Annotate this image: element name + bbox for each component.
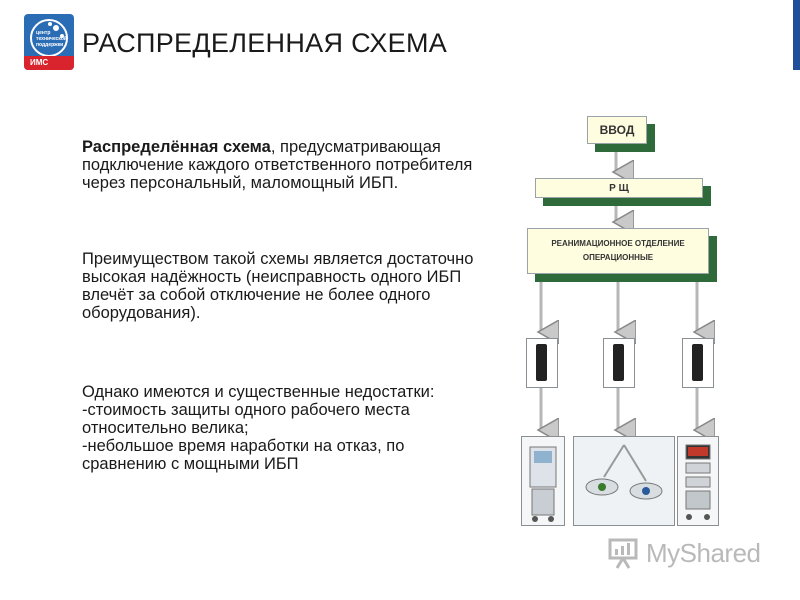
input-box: ВВОД [587, 116, 647, 144]
term-bold: Распределённая схема [82, 138, 271, 156]
disadvantage-item: -небольшое время наработки на отказ, по … [82, 437, 405, 473]
logo-label: ИМС [24, 56, 74, 70]
anesthesia-machine-image [521, 436, 565, 526]
ups-icon [526, 338, 558, 388]
surgical-light-icon [574, 437, 674, 525]
scheme-diagram: ВВОД Р Щ РЕАНИМАЦИОННОЕ ОТДЕЛЕНИЕ ОПЕРАЦ… [515, 110, 780, 540]
surgical-lights-image [573, 436, 675, 526]
department-box: РЕАНИМАЦИОННОЕ ОТДЕЛЕНИЕ ОПЕРАЦИОННЫЕ [527, 228, 709, 274]
ups-icon [682, 338, 714, 388]
page-title: РАСПРЕДЕЛЕННАЯ СХЕМА [82, 28, 448, 58]
distribution-board-box: Р Щ [535, 178, 703, 198]
paragraph-disadvantages: Однако имеются и существенные недостатки… [82, 383, 482, 473]
presentation-icon [608, 538, 638, 569]
monitor-cart-image [677, 436, 719, 526]
watermark-text: MyShared [646, 538, 761, 568]
monitor-cart-icon [685, 444, 711, 520]
department-label: ОПЕРАЦИОННЫЕ [582, 253, 654, 262]
diagram-arrows [515, 144, 780, 540]
paragraph-advantage: Преимуществом такой схемы является доста… [82, 250, 474, 322]
watermark: MyShared [606, 536, 776, 572]
department-label: РЕАНИМАЦИОННОЕ ОТДЕЛЕНИЕ [551, 239, 685, 248]
disadvantages-intro: Однако имеются и существенные недостатки… [82, 383, 435, 401]
logo-subtitle: центр технической поддержки [36, 30, 68, 48]
paragraph-text: , предусматривающая подключение каждого … [82, 138, 473, 192]
side-accent [793, 0, 800, 70]
disadvantage-item: -стоимость защиты одного рабочего места … [82, 401, 410, 437]
ups-icon [603, 338, 635, 388]
paragraph-distributed-scheme: Распределённая схема, предусматривающая … [82, 138, 482, 192]
logo: центр технической поддержки ИМС [24, 14, 74, 70]
anesthesia-machine-icon [529, 446, 557, 522]
